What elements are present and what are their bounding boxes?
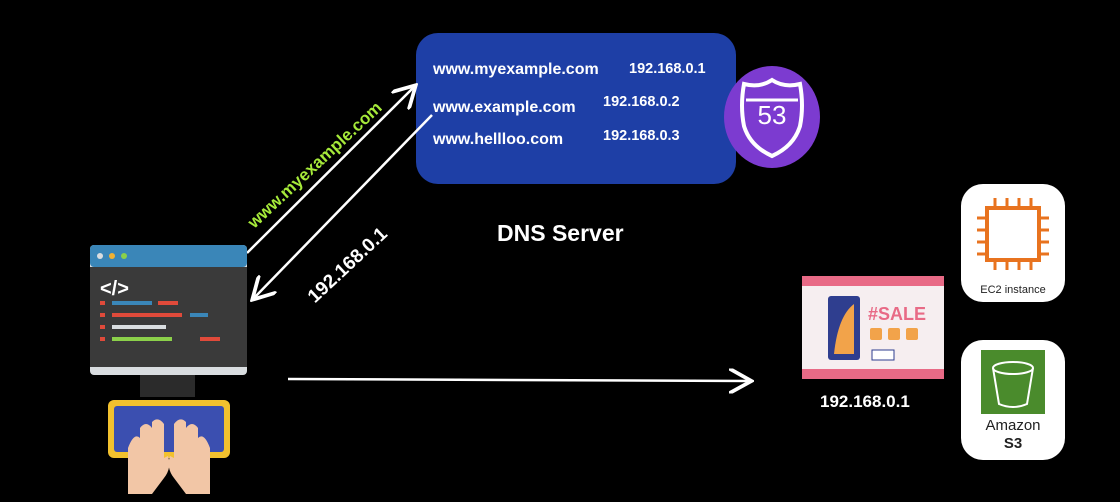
- ec2-label: EC2 instance: [980, 284, 1046, 296]
- dns-record-ip: 192.168.0.3: [603, 128, 680, 144]
- connect-arrow: [287, 379, 749, 381]
- dns-record-ip: 192.168.0.2: [603, 94, 680, 110]
- response-arrow: [254, 114, 433, 298]
- s3-bucket-icon: [981, 350, 1045, 414]
- s3-label-line2: S3: [1003, 435, 1023, 452]
- ec2-chip-icon: [977, 198, 1049, 270]
- s3-label-line1: Amazon: [985, 417, 1041, 434]
- request-arrow: [246, 87, 414, 254]
- dns-record-domain: www.example.com: [433, 99, 576, 116]
- dns-record-domain: www.myexample.com: [433, 61, 599, 78]
- code-window-icon: </>: [90, 245, 247, 375]
- dns-record-domain: www.hellloo.com: [433, 131, 564, 148]
- svg-text:</>: </>: [100, 278, 129, 300]
- s3-card: Amazon S3: [961, 340, 1065, 460]
- keyboard-hands-icon: [106, 398, 232, 494]
- dns-server-label: DNS Server: [497, 220, 624, 246]
- sale-banner-text: #SALE: [868, 304, 926, 324]
- dns-server-box: www.myexample.com 192.168.0.1 www.exampl…: [416, 33, 736, 184]
- web-server-ip: 192.168.0.1: [820, 392, 910, 411]
- sale-webpage-icon: #SALE: [802, 276, 944, 379]
- monitor-stand: [140, 375, 195, 397]
- ec2-instance-card: EC2 instance: [961, 184, 1065, 302]
- route53-shield-icon: 53: [724, 66, 820, 168]
- route53-number: 53: [757, 100, 787, 130]
- dns-record-ip: 192.168.0.1: [629, 61, 706, 77]
